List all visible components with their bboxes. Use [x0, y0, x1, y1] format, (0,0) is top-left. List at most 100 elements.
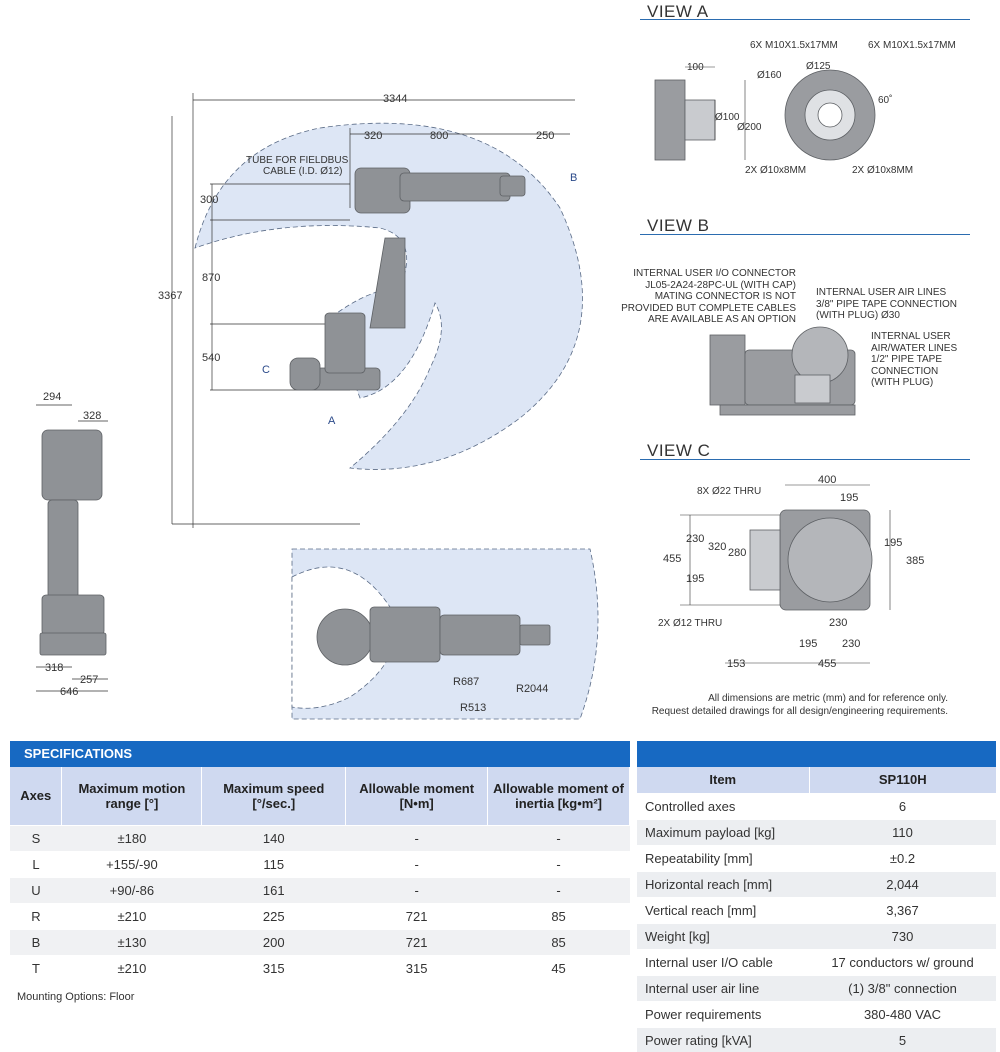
cell-moment: - — [345, 876, 488, 903]
dim-257: 257 — [80, 674, 99, 686]
cell-axis: U — [10, 876, 62, 903]
view-a-len100: 100 — [687, 62, 704, 73]
specifications-title: SPECIFICATIONS — [10, 741, 630, 767]
view-a-bolt-left: 6X M10X1.5x17MM — [750, 40, 838, 51]
item-value: 17 conductors w/ ground — [809, 948, 996, 975]
table-row: Weight [kg]730 — [637, 922, 996, 949]
view-a-d200: Ø200 — [737, 122, 762, 133]
table-row: Internal user air line(1) 3/8" connectio… — [637, 974, 996, 1001]
view-c-w153: 153 — [727, 658, 746, 670]
view-b-drawing — [709, 326, 856, 416]
item-label: Maximum payload [kg] — [637, 818, 809, 845]
view-b-io-connector-note: INTERNAL USER I/O CONNECTOR JL05-2A24-28… — [621, 268, 796, 325]
item-label: Weight [kg] — [637, 922, 809, 949]
table-row: T ±210 315 315 45 — [10, 954, 630, 981]
cell-range: ±210 — [61, 902, 202, 929]
view-c-h195-right: 195 — [884, 537, 903, 549]
view-a-d125: Ø125 — [806, 61, 831, 72]
model-header: SP110H — [809, 767, 996, 793]
view-c-w400: 400 — [818, 474, 837, 486]
item-label: Controlled axes — [637, 792, 809, 819]
view-c-rule — [640, 459, 970, 460]
cell-speed: 225 — [201, 902, 346, 929]
dim-318: 318 — [45, 662, 64, 674]
dim-r687: R687 — [453, 676, 480, 688]
item-value: 3,367 — [809, 896, 996, 923]
cell-speed: 200 — [201, 928, 346, 955]
robot-side-silhouette — [289, 167, 526, 391]
cell-moment: - — [345, 850, 488, 877]
view-c-h230: 230 — [686, 533, 705, 545]
dim-3344: 3344 — [383, 93, 408, 105]
cell-inertia: - — [487, 824, 630, 851]
cell-moment: 721 — [345, 902, 488, 929]
robot-front-silhouette — [39, 429, 107, 656]
view-a-d160: Ø160 — [757, 70, 782, 81]
table-row: R ±210 225 721 85 — [10, 902, 630, 929]
item-value: 6 — [809, 792, 996, 819]
spec-header-range: Maximum motion range [°] — [61, 767, 203, 825]
cell-inertia: - — [487, 876, 630, 903]
specifications-table: Axes Maximum motion range [°] Maximum sp… — [10, 767, 630, 981]
cell-inertia: - — [487, 850, 630, 877]
view-c-h320: 320 — [708, 541, 727, 553]
item-label: Internal user air line — [637, 974, 809, 1001]
item-label: Horizontal reach [mm] — [637, 870, 809, 897]
view-a-drawing — [654, 66, 876, 161]
table-row: Horizontal reach [mm]2,044 — [637, 870, 996, 897]
view-b-air-lines-note: INTERNAL USER AIR LINES 3/8" PIPE TAPE C… — [816, 287, 957, 321]
cell-moment: 721 — [345, 928, 488, 955]
item-value: (1) 3/8" connection — [809, 974, 996, 1001]
dim-328: 328 — [83, 410, 102, 422]
note-line-1: All dimensions are metric (mm) and for r… — [708, 693, 948, 704]
spec-header-moment: Allowable moment [N•m] — [345, 767, 489, 825]
table-row: U +90/-86 161 - - — [10, 876, 630, 903]
view-a-pin-right: 2X Ø10x8MM — [852, 165, 914, 176]
item-value: 730 — [809, 922, 996, 949]
cell-range: +155/-90 — [61, 850, 202, 877]
view-a-bolt-right: 6X M10X1.5x17MM — [868, 40, 956, 51]
cell-speed: 161 — [201, 876, 346, 903]
view-a-pin-left: 2X Ø10x8MM — [745, 165, 807, 176]
spec-header-speed: Maximum speed [°/sec.] — [201, 767, 347, 825]
view-c-holes2: 2X Ø12 THRU — [658, 618, 723, 629]
top-view-drawing — [291, 548, 599, 720]
table-row: B ±130 200 721 85 — [10, 928, 630, 955]
table-row: Repeatability [mm]±0.2 — [637, 844, 996, 871]
table-row: Maximum payload [kg]110 — [637, 818, 996, 845]
tube-label-line1: TUBE FOR FIELDBUS — [246, 155, 349, 166]
spec-header-axes: Axes — [10, 767, 63, 825]
cell-range: ±180 — [61, 824, 202, 851]
view-c-h455: 455 — [663, 553, 682, 565]
view-a-rule — [640, 19, 970, 20]
item-label: Power rating [kVA] — [637, 1026, 809, 1052]
view-c-h385: 385 — [906, 555, 925, 567]
dim-3367: 3367 — [158, 290, 183, 302]
cell-speed: 315 — [201, 954, 346, 981]
table-row: L +155/-90 115 - - — [10, 850, 630, 877]
item-value: 5 — [809, 1026, 996, 1052]
dim-646: 646 — [60, 686, 79, 698]
dim-250: 250 — [536, 130, 555, 142]
view-c-w230-bottom: 230 — [842, 638, 861, 650]
specifications-panel: SPECIFICATIONS Axes Maximum motion range… — [10, 741, 630, 1003]
cell-range: ±130 — [61, 928, 202, 955]
item-header: Item — [637, 767, 810, 793]
cell-inertia: 85 — [487, 928, 630, 955]
table-row: Vertical reach [mm]3,367 — [637, 896, 996, 923]
dim-320: 320 — [364, 130, 383, 142]
dim-r513: R513 — [460, 702, 487, 714]
dim-r2044: R2044 — [516, 683, 549, 695]
front-view-drawing — [36, 404, 108, 692]
cell-moment: 315 — [345, 954, 488, 981]
dim-540: 540 — [202, 352, 221, 364]
cell-axis: R — [10, 902, 62, 929]
item-label: Internal user I/O cable — [637, 948, 809, 975]
dim-870: 870 — [202, 272, 221, 284]
view-b-water-lines-note: INTERNAL USER AIR/WATER LINES 1/2" PIPE … — [871, 331, 958, 388]
cell-axis: B — [10, 928, 62, 955]
